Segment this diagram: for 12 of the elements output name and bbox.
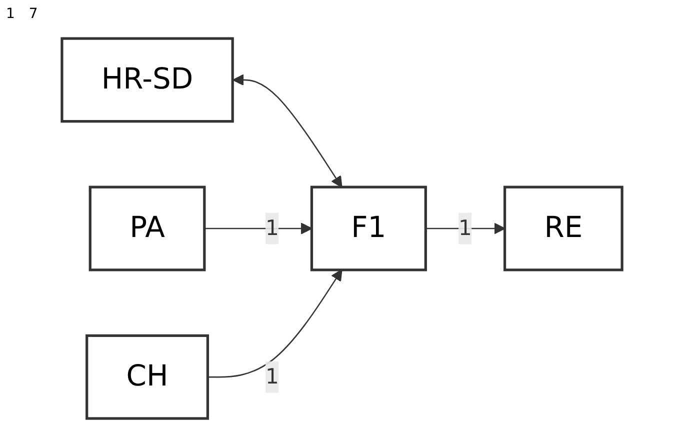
- arrow: [208, 269, 342, 378]
- arrow: [232, 74, 342, 188]
- node-box: F1: [310, 186, 427, 272]
- node-box: CH: [86, 334, 209, 420]
- edge-label: 1: [265, 364, 279, 389]
- node-box: PA: [88, 186, 206, 272]
- node-box: RE: [503, 186, 624, 272]
- node-box: HR-SD: [60, 37, 234, 123]
- cardinality-label: 1: [6, 6, 15, 24]
- edge-label: 1: [458, 215, 472, 240]
- edge-label: 1: [265, 215, 279, 240]
- cardinality-label: 7: [28, 6, 38, 24]
